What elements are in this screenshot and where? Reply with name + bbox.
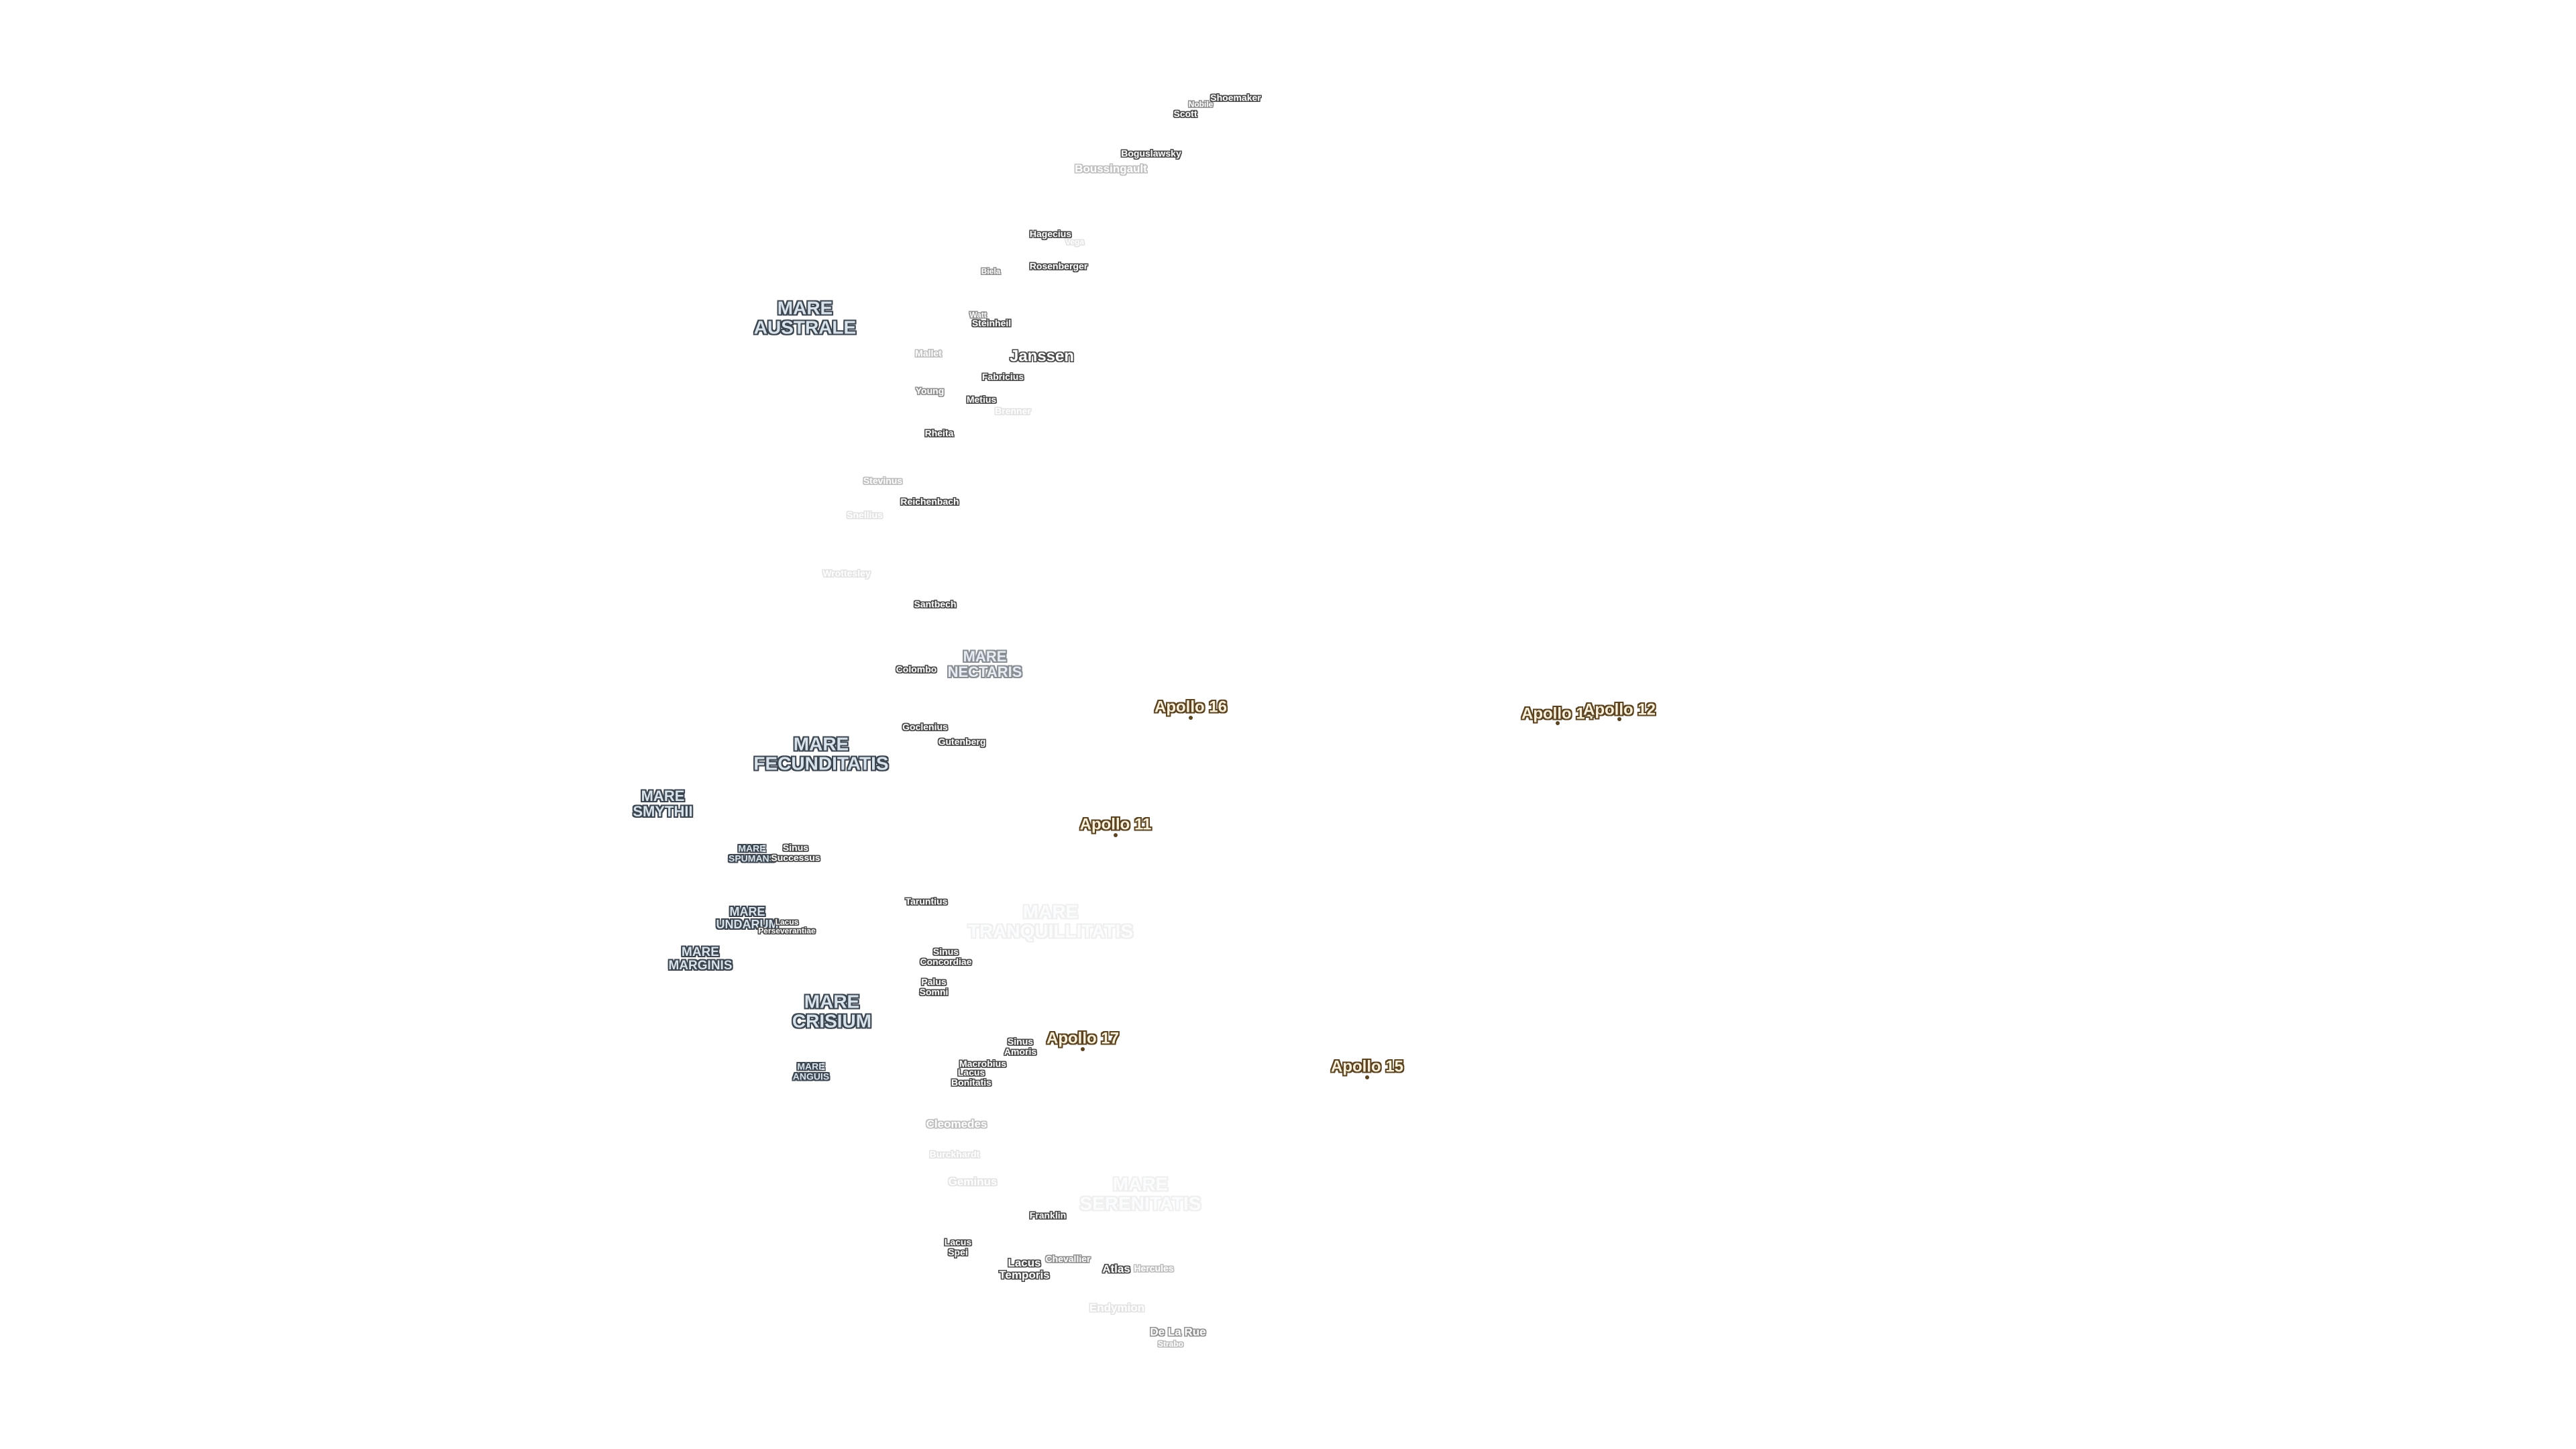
sinus-successus-label[interactable]: Sinus Successus: [771, 842, 820, 863]
crater-endymion-label[interactable]: Endymion: [1089, 1301, 1145, 1315]
crater-young-label[interactable]: Young: [915, 385, 945, 396]
crater-hagecius-label[interactable]: Hagecius: [1029, 228, 1072, 239]
crater-strabo-label[interactable]: Strabo: [1157, 1339, 1184, 1349]
apollo-14-marker[interactable]: [1556, 721, 1560, 725]
crater-mallet-label[interactable]: Mallet: [915, 347, 942, 359]
mare-serenitatis-label[interactable]: MARE SERENITATIS: [1079, 1173, 1201, 1214]
crater-geminus-label[interactable]: Geminus: [948, 1175, 998, 1189]
crater-snellius-label[interactable]: Snellius: [847, 509, 883, 521]
crater-cleomedes-label[interactable]: Cleomedes: [926, 1118, 987, 1131]
crater-atlas-label[interactable]: Atlas: [1102, 1263, 1130, 1276]
mare-tranquillitatis-label[interactable]: MARE TRANQUILLITATIS: [967, 901, 1134, 942]
lacus-bonitatis-label[interactable]: Lacus Bonitatis: [951, 1067, 991, 1087]
crater-shoemaker-label[interactable]: Shoemaker: [1210, 92, 1261, 103]
crater-vega-label[interactable]: Vega: [1065, 237, 1085, 247]
palus-somni-label[interactable]: Palus Somni: [919, 976, 949, 997]
crater-stevinus-label[interactable]: Stevinus: [863, 475, 903, 486]
crater-metius-label[interactable]: Metius: [966, 394, 997, 405]
crater-janssen-label[interactable]: Janssen: [1009, 347, 1075, 366]
crater-boguslawsky-label[interactable]: Boguslawsky: [1121, 148, 1181, 159]
lacus-spei-label[interactable]: Lacus Spei: [944, 1236, 972, 1257]
mare-nectaris-label[interactable]: MARE NECTARIS: [947, 647, 1022, 680]
lacus-perseverantiae-label[interactable]: Lacus Perseverantiae: [758, 917, 816, 935]
apollo-15-label[interactable]: Apollo 15: [1330, 1057, 1404, 1076]
apollo-11-marker[interactable]: [1114, 833, 1118, 837]
apollo-14-label[interactable]: Apollo 14: [1521, 704, 1595, 723]
apollo-15-marker[interactable]: [1365, 1075, 1369, 1079]
apollo-11-label[interactable]: Apollo 11: [1079, 815, 1152, 834]
crater-wrottesley-label[interactable]: Wrottesley: [822, 568, 871, 579]
mare-marginis-label[interactable]: MARE MARGINIS: [668, 945, 733, 973]
crater-brenner-label[interactable]: Brenner: [995, 405, 1031, 417]
apollo-12-label[interactable]: Apollo 12: [1582, 700, 1656, 719]
mare-smythii-label[interactable]: MARE SMYTHII: [633, 787, 693, 820]
crater-chevallier-label[interactable]: Chevallier: [1045, 1253, 1091, 1265]
crater-watt-label[interactable]: Watt: [969, 310, 987, 320]
crater-scott-label[interactable]: Scott: [1173, 108, 1197, 119]
mare-fecunditatis-label[interactable]: MARE FECUNDITATIS: [753, 733, 889, 774]
crater-rosenberger-label[interactable]: Rosenberger: [1029, 260, 1088, 272]
crater-steinheil-label[interactable]: Steinheil: [971, 317, 1012, 329]
apollo-16-marker[interactable]: [1189, 716, 1193, 720]
crater-nobile-label[interactable]: Nobile: [1188, 99, 1214, 109]
apollo-17-marker[interactable]: [1081, 1047, 1085, 1051]
crater-boussingault-label[interactable]: Boussingault: [1075, 162, 1147, 176]
crater-fabricius-label[interactable]: Fabricius: [981, 371, 1024, 382]
mare-australe-label[interactable]: MARE AUSTRALE: [753, 297, 857, 338]
mare-undarum-label[interactable]: MARE UNDARUM: [716, 905, 779, 931]
apollo-16-label[interactable]: Apollo 16: [1154, 698, 1228, 716]
crater-franklin-label[interactable]: Franklin: [1029, 1210, 1067, 1221]
crater-burckhardt-label[interactable]: Burckhardt: [929, 1148, 980, 1160]
crater-taruntius-label[interactable]: Taruntius: [905, 896, 948, 907]
crater-gutenberg-label[interactable]: Gutenberg: [938, 736, 986, 747]
crater-hercules-label[interactable]: Hercules: [1134, 1263, 1174, 1274]
crater-reichenbach-label[interactable]: Reichenbach: [900, 496, 959, 507]
crater-macrobius-label[interactable]: Macrobius: [959, 1058, 1007, 1069]
mare-anguis-label[interactable]: MARE ANGUIS: [792, 1061, 830, 1081]
mare-crisium-label[interactable]: MARE CRISIUM: [792, 991, 872, 1032]
crater-rheita-label[interactable]: Rheita: [924, 427, 954, 439]
crater-colombo-label[interactable]: Colombo: [896, 663, 937, 675]
sinus-concordiae-label[interactable]: Sinus Concordiae: [920, 946, 972, 967]
sinus-amoris-label[interactable]: Sinus Amoris: [1004, 1036, 1037, 1057]
lacus-temporis-label[interactable]: Lacus Temporis: [999, 1256, 1050, 1281]
apollo-17-label[interactable]: Apollo 17: [1046, 1029, 1120, 1048]
crater-de-la-rue-label[interactable]: De La Rue: [1150, 1326, 1206, 1339]
crater-biela-label[interactable]: Biela: [981, 266, 1001, 276]
crater-goclenius-label[interactable]: Goclenius: [902, 721, 948, 733]
mare-spumans-label[interactable]: MARE SPUMANS: [728, 843, 776, 863]
crater-santbech-label[interactable]: Santbech: [914, 598, 957, 610]
apollo-12-marker[interactable]: [1617, 717, 1621, 721]
